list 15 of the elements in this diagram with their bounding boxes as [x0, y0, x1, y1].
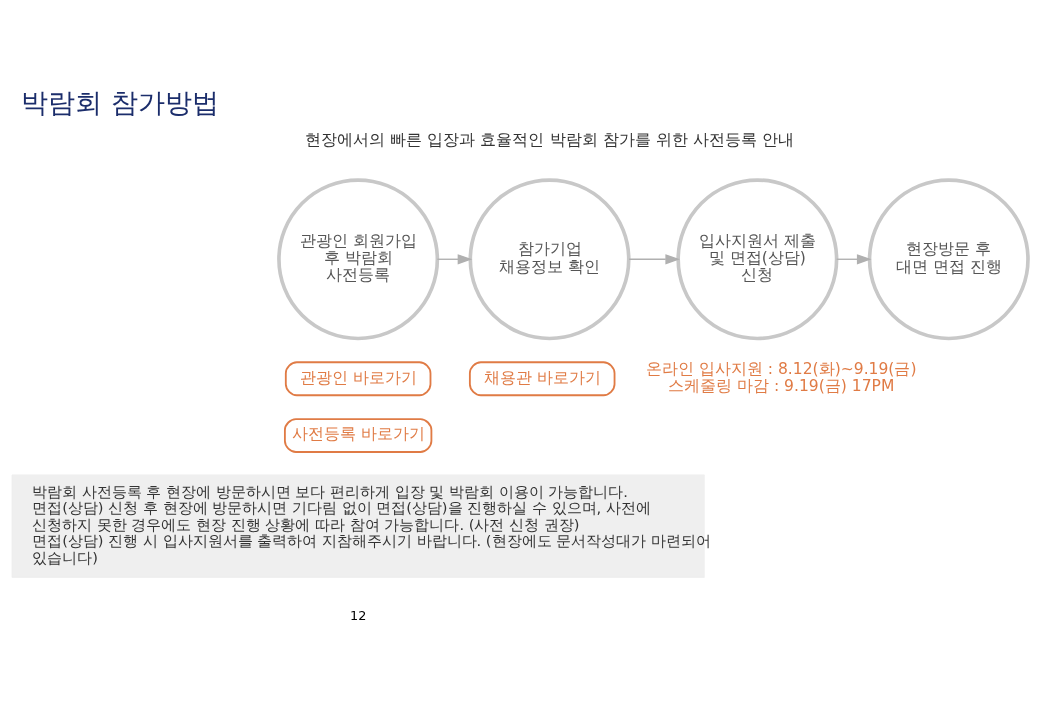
node-box: 사전등록 바로가기 — [283, 418, 433, 453]
label: 12 — [350, 608, 367, 624]
node-label: 스케줄링 마감 : 9.19(금) 17PM — [668, 377, 895, 396]
arrow — [835, 254, 872, 265]
node-circle: 현장방문 후 대면 면접 진행 — [867, 178, 1030, 341]
node-box: 채용관 바로가기 — [468, 361, 616, 397]
node-circle: 관광인 회원가입 후 박람회 사전등록 — [277, 178, 440, 341]
arrow — [436, 254, 473, 265]
node-circle: 참가기업 채용정보 확인 — [468, 178, 631, 341]
node-circle: 입사지원서 제출 및 면접(상담) 신청 — [676, 178, 839, 341]
diagram-title: 박람회 참가방법 — [21, 87, 219, 119]
arrow — [628, 254, 681, 265]
node-label: 온라인 입사지원 : 8.12(화)~9.19(금) — [645, 359, 917, 378]
label: 현장에서의 빠른 입장과 효율적인 박람회 참가를 위한 사전등록 안내 — [304, 129, 795, 149]
node-box: 관광인 바로가기 — [284, 361, 432, 397]
